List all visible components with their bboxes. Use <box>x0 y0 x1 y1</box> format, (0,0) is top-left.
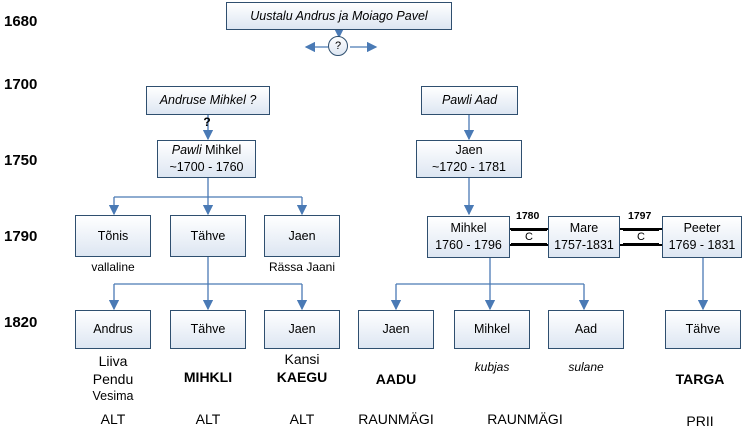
village-name: RAUNMÄGI <box>487 411 563 427</box>
person-dates: ~1700 - 1760 <box>169 160 244 174</box>
person-box-mare: Mare 1757-1831 <box>548 216 620 258</box>
person-box-mihkel-1820: Mihkel <box>454 310 530 349</box>
person-name: Tähve <box>685 322 721 336</box>
person-name: Tähve <box>190 322 226 336</box>
person-box-jaen-1820: Jaen <box>264 310 340 349</box>
person-note: Rässa Jaani <box>268 260 336 274</box>
person-name: Mare <box>569 221 599 235</box>
person-note: kubjas <box>474 360 510 374</box>
person-dates: 1760 - 1796 <box>435 238 502 252</box>
unknown-mark: ? <box>334 40 342 52</box>
person-box-andruse-mihkel: Andruse Mihkel ? <box>146 86 270 115</box>
person-name: Peeter <box>683 221 721 235</box>
person-name: Mihkel <box>473 322 511 336</box>
farm-name: Kansi <box>284 351 320 367</box>
person-name: Mihkel <box>450 221 487 235</box>
person-name: Aad <box>574 322 598 336</box>
year-label: 1700 <box>4 76 38 93</box>
person-box-tahve-1790: Tähve <box>170 215 246 257</box>
person-name: Jaen <box>382 322 410 336</box>
farm-name: AADU <box>375 371 417 387</box>
person-box-jaen-1790: Jaen <box>264 215 340 257</box>
uncertain-mark: ? <box>203 115 211 129</box>
person-name: Andrus <box>93 322 133 336</box>
year-label: 1820 <box>4 314 38 331</box>
farm-name: Liiva <box>98 353 128 369</box>
year-label: 1790 <box>4 228 38 245</box>
person-box-ancestors: Uustalu Andrus ja Moiago Pavel <box>226 2 452 30</box>
person-box-pawli-aad: Pawli Aad <box>421 86 518 115</box>
farm-name: KAEGU <box>276 369 328 385</box>
person-name: Tõnis <box>97 228 129 243</box>
year-label: 1750 <box>4 152 38 169</box>
marriage-marker: C <box>623 229 659 245</box>
person-box-tahve-targa: Tähve <box>665 310 741 349</box>
unknown-parent-circle: ? <box>328 36 348 56</box>
village-name: ALT <box>195 411 221 427</box>
village-name: RAUNMÄGI <box>358 411 434 427</box>
person-name-prefix: Pawli <box>171 143 202 157</box>
village-name: PRII <box>686 413 714 429</box>
person-box-tonis: Tõnis <box>75 215 151 257</box>
farm-name: Pendu <box>92 371 134 387</box>
farm-name: MIHKLI <box>183 369 233 385</box>
person-name: Jaen <box>288 322 316 336</box>
person-box-andrus: Andrus <box>75 310 151 349</box>
person-note: vallaline <box>91 260 135 274</box>
year-label: 1680 <box>4 13 38 30</box>
person-box-jaen-1750: Jaen ~1720 - 1781 <box>416 140 522 178</box>
person-box-pawli-mihkel: Pawli Mihkel ~1700 - 1760 <box>157 140 256 178</box>
marriage-year: 1780 <box>516 210 540 222</box>
village-name: ALT <box>100 411 126 427</box>
person-name: Uustalu Andrus ja Moiago Pavel <box>250 8 428 23</box>
person-box-mihkel-1790: Mihkel 1760 - 1796 <box>427 216 510 258</box>
person-name: Jaen <box>288 228 316 243</box>
marriage-marker: C <box>511 229 547 245</box>
person-box-jaen-aadu: Jaen <box>358 310 434 349</box>
person-dates: 1757-1831 <box>554 238 614 252</box>
person-name: Tähve <box>190 228 226 243</box>
person-dates: ~1720 - 1781 <box>431 160 507 174</box>
village-name: ALT <box>289 411 315 427</box>
person-name: Jaen <box>455 143 483 157</box>
person-note: sulane <box>568 360 604 374</box>
person-box-peeter: Peeter 1769 - 1831 <box>662 216 742 258</box>
farm-name: Vesima <box>92 389 134 403</box>
marriage-year: 1797 <box>628 210 652 222</box>
person-dates: 1769 - 1831 <box>668 238 736 252</box>
person-name: Pawli Aad <box>441 93 498 107</box>
person-box-tahve-1820: Tähve <box>170 310 246 349</box>
person-box-aad: Aad <box>548 310 624 349</box>
person-name: Mihkel <box>205 143 242 157</box>
farm-name: TARGA <box>675 371 725 387</box>
person-name: Andruse Mihkel ? <box>159 93 257 107</box>
